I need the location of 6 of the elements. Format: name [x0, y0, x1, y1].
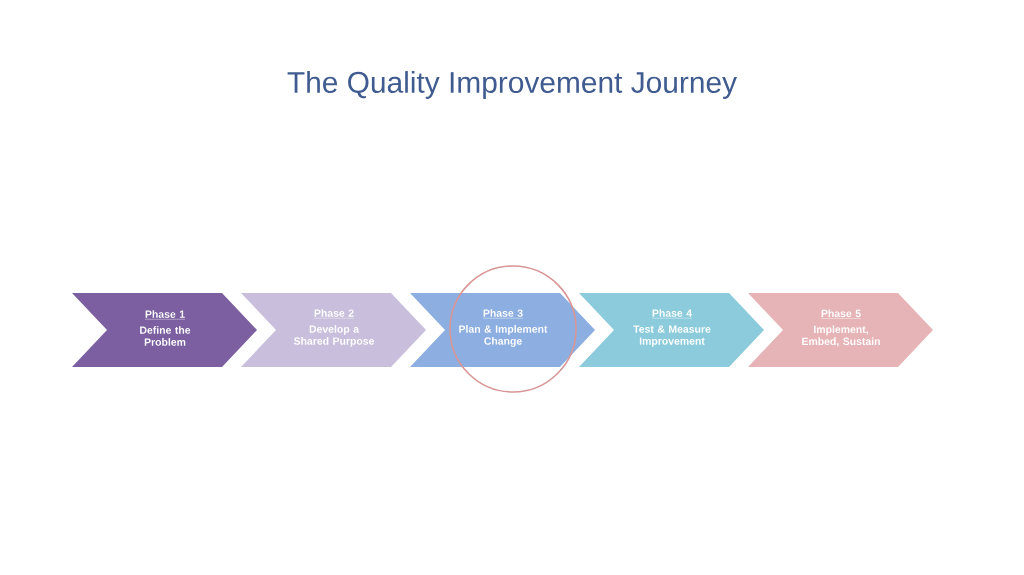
process-step: Phase 1 Define the Problem	[72, 293, 257, 367]
process-step: Phase 3 Plan & Implement Change	[410, 293, 595, 367]
process-step: Phase 4 Test & Measure Improvement	[579, 293, 764, 367]
process-step: Phase 2 Develop a Shared Purpose	[241, 293, 426, 367]
process-step: Phase 5 Implement, Embed, Sustain	[748, 293, 933, 367]
title: The Quality Improvement Journey	[287, 71, 737, 99]
